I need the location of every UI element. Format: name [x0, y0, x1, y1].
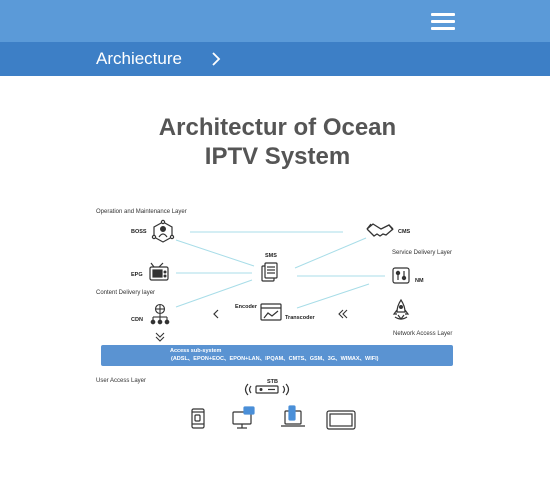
node-label-cms: CMS: [398, 229, 411, 235]
hamburger-menu-icon[interactable]: [424, 6, 462, 36]
node-label-transcoder: Transcoder: [285, 315, 315, 321]
chevron-right-icon[interactable]: [209, 51, 223, 67]
double-chevron-left-icon: [338, 309, 348, 319]
network-management-icon: [392, 267, 410, 284]
node-label-stb: STB: [267, 379, 278, 385]
access-subsystem-title: Access sub-system: [170, 348, 222, 354]
architecture-diagram: Operation and Maintenance Layer Service …: [0, 200, 550, 440]
chevron-left-icon: [213, 309, 219, 319]
layer-label-network: Network Access Layer: [393, 331, 453, 337]
layer-label-operation: Operation and Maintenance Layer: [96, 209, 187, 215]
node-label-boss: BOSS: [131, 229, 147, 235]
double-chevron-down-icon: [155, 332, 165, 342]
page-title-line2: IPTV System: [204, 143, 351, 170]
layer-label-user: User Access Layer: [96, 378, 147, 384]
set-top-box-icon: [244, 383, 290, 396]
smartphone-icon: [191, 408, 205, 429]
document-icon: [261, 262, 278, 282]
tablet-icon: [326, 410, 356, 430]
node-label-sms: SMS: [265, 253, 277, 259]
transcoder-icon: [260, 303, 282, 321]
node-label-nm: NM: [415, 278, 424, 284]
access-subsystem-detail: (ADSL、EPON+EOC、EPON+LAN、IPQAM、CMTS、GSM、3…: [171, 356, 379, 362]
access-subsystem-bar: [101, 345, 453, 366]
top-header-bar: [0, 0, 550, 42]
breadcrumb: Archiecture: [0, 42, 550, 76]
handshake-icon: [366, 223, 394, 237]
layer-label-service: Service Delivery Layer: [392, 250, 453, 256]
breadcrumb-label[interactable]: Archiecture: [96, 49, 182, 68]
cdn-tree-icon: [150, 303, 170, 325]
boss-icon: [151, 219, 175, 243]
node-label-encoder: Encoder: [235, 304, 258, 310]
tv-icon: [149, 262, 169, 281]
node-label-cdn: CDN: [131, 317, 143, 323]
page-title-line1: Architectur of Ocean: [158, 114, 397, 141]
rocket-icon: [392, 298, 410, 320]
laptop-icon: [281, 405, 305, 427]
diagram-graphics: [149, 219, 410, 430]
desktop-icon: [232, 406, 255, 429]
page-title: Architectur of Ocean IPTV System: [0, 113, 550, 171]
node-label-epg: EPG: [131, 272, 143, 278]
layer-label-content: Content Delivery layer: [96, 290, 156, 296]
